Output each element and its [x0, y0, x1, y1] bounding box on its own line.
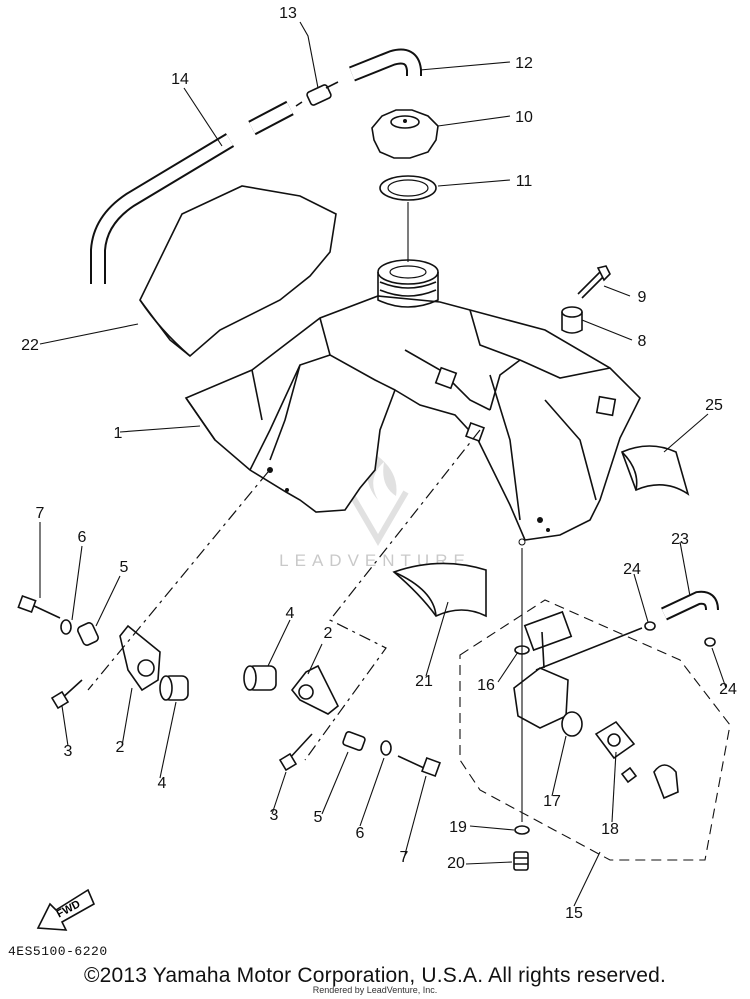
middle-bracket-assembly[interactable]: [243, 664, 441, 777]
rendered-by-text: Rendered by LeadVenture, Inc.: [312, 985, 438, 995]
callout-23[interactable]: 23: [671, 531, 689, 548]
callout-24-lower[interactable]: 24: [719, 681, 737, 698]
part-21-cushion[interactable]: [392, 562, 487, 618]
callout-3-middle[interactable]: 3: [270, 807, 279, 824]
part-24-clip-upper[interactable]: [644, 621, 656, 631]
callout-12[interactable]: 12: [515, 55, 533, 72]
callout-19[interactable]: 19: [449, 819, 467, 836]
callout-5-left[interactable]: 5: [120, 559, 129, 576]
callout-17[interactable]: 17: [543, 793, 561, 810]
callout-9[interactable]: 9: [638, 289, 647, 306]
callout-4-left[interactable]: 4: [158, 775, 167, 792]
callout-6-middle[interactable]: 6: [356, 825, 365, 842]
part-8-collar[interactable]: [561, 306, 583, 334]
part-19-washer[interactable]: [514, 825, 530, 835]
left-bracket-assembly[interactable]: [17, 594, 189, 710]
callout-5-middle[interactable]: 5: [314, 809, 323, 826]
part-22-pad[interactable]: [139, 185, 337, 358]
callout-1[interactable]: 1: [114, 425, 123, 442]
exploded-parts-diagram: LEADVENTURE: [17, 5, 737, 931]
callout-14[interactable]: 14: [171, 71, 189, 88]
callout-3-left[interactable]: 3: [64, 743, 73, 760]
callout-2-left[interactable]: 2: [116, 739, 125, 756]
callout-21[interactable]: 21: [415, 673, 433, 690]
callout-labels: 1 2 2 3 3 4 4 5 5 6 6 7 7 8 9 10 11 12 1…: [21, 5, 737, 922]
callout-6-left[interactable]: 6: [78, 529, 87, 546]
part-10-cap[interactable]: [371, 109, 439, 159]
callout-15[interactable]: 15: [565, 905, 583, 922]
callout-22[interactable]: 22: [21, 337, 39, 354]
callout-8[interactable]: 8: [638, 333, 647, 350]
callout-20[interactable]: 20: [447, 855, 465, 872]
part-20-plug[interactable]: [513, 851, 529, 871]
callout-16[interactable]: 16: [477, 677, 495, 694]
diagram-code: 4ES5100-6220: [8, 944, 108, 959]
leader-lines: [39, 21, 727, 907]
part-24-clip-lower[interactable]: [704, 637, 716, 647]
callout-4-middle[interactable]: 4: [286, 605, 295, 622]
fuel-cock-assembly[interactable]: [513, 610, 679, 800]
callout-2-middle[interactable]: 2: [324, 625, 333, 642]
callout-13[interactable]: 13: [279, 5, 297, 22]
fuel-cock-kit-box: [459, 599, 731, 861]
callout-10[interactable]: 10: [515, 109, 533, 126]
part-9-screw[interactable]: [577, 265, 611, 299]
callout-11[interactable]: 11: [516, 173, 533, 190]
callout-7-middle[interactable]: 7: [400, 849, 409, 866]
callout-24-upper[interactable]: 24: [623, 561, 641, 578]
callout-7-left[interactable]: 7: [36, 505, 45, 522]
fwd-arrow: FWD: [36, 888, 96, 931]
part-13-valve[interactable]: [295, 81, 339, 107]
part-25-cushion[interactable]: [620, 445, 690, 496]
fuel-tank[interactable]: [184, 259, 641, 541]
part-23-hose[interactable]: [661, 590, 719, 621]
part-14-hose[interactable]: [90, 100, 294, 284]
callout-18[interactable]: 18: [601, 821, 619, 838]
part-12-hose[interactable]: [349, 48, 422, 82]
copyright-text: ©2013 Yamaha Motor Corporation, U.S.A. A…: [83, 964, 667, 987]
callout-25[interactable]: 25: [705, 397, 723, 414]
